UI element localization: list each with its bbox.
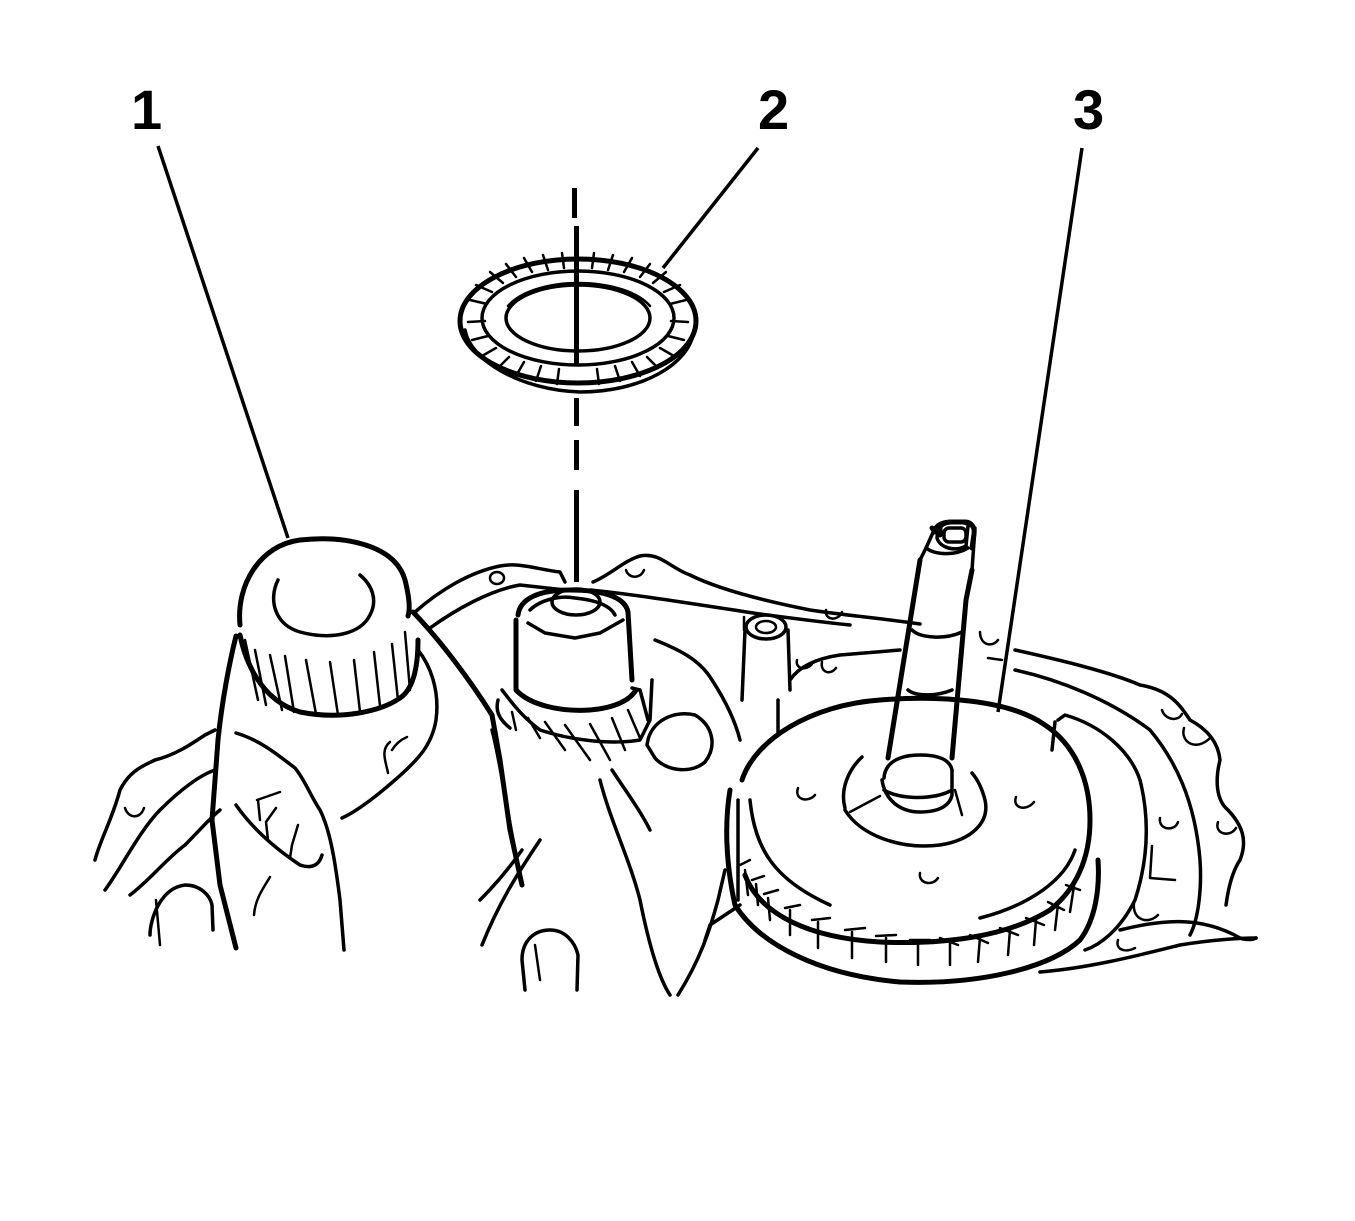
callout-label-1: 1 xyxy=(131,78,163,141)
item-1-housing xyxy=(209,536,525,952)
leader-line-2 xyxy=(661,146,760,270)
callout-label-3: 3 xyxy=(1073,78,1105,141)
leader-line-1 xyxy=(156,145,290,539)
ring-gear-teeth xyxy=(738,858,1082,967)
item-3-gear-shaft xyxy=(724,519,1101,985)
pinion-gear xyxy=(495,587,654,762)
assembly-centerline xyxy=(572,188,579,582)
leader-lines xyxy=(156,145,1084,713)
callout-label-2: 2 xyxy=(758,78,790,141)
leader-line-3 xyxy=(996,147,1084,713)
transmission-case xyxy=(93,553,1258,997)
bearing-rollers xyxy=(466,251,690,386)
